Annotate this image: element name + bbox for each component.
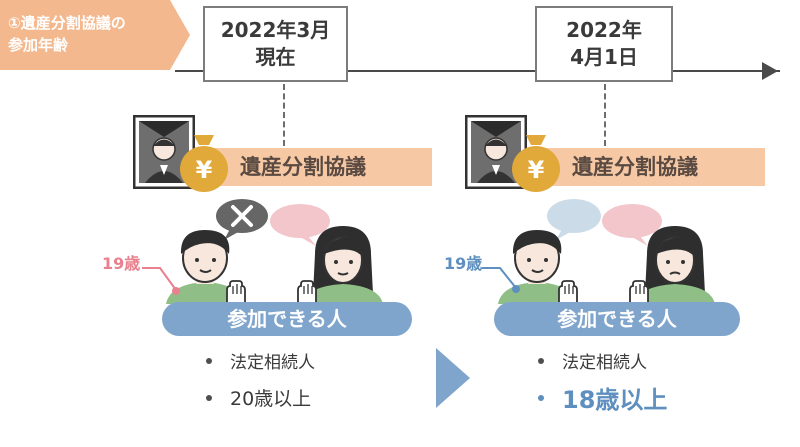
young-man-icon (498, 230, 576, 304)
bullet-text: 20歳以上 (230, 388, 312, 410)
yen-symbol: ¥ (196, 156, 213, 184)
banner-text: 遺産分割協議 (240, 155, 366, 179)
bullet-right-1: 法定相続人 (538, 348, 647, 373)
money-bag-icon: ¥ (512, 135, 560, 192)
bullet-text: 法定相続人 (562, 353, 647, 373)
dashed-connector-right (604, 84, 606, 146)
timeline-arrow-icon (762, 62, 778, 80)
pill-text: 参加できる人 (227, 307, 347, 331)
raised-hand-icon (226, 280, 246, 309)
bullet-left-2: 20歳以上 (206, 384, 311, 411)
date-after-line2: 4月1日 (570, 45, 638, 69)
young-woman-icon (303, 226, 383, 304)
cross-icon (231, 205, 253, 227)
date-before-line2: 現在 (255, 45, 296, 69)
yen-symbol: ¥ (528, 156, 545, 184)
timeline-line (175, 70, 780, 72)
section-tag (0, 0, 190, 70)
date-box-before: 2022年3月 現在 (203, 6, 348, 82)
young-woman-icon (635, 226, 715, 304)
date-before-line1: 2022年3月 (220, 18, 331, 42)
speech-bubbles-left (216, 199, 330, 246)
transition-arrow-icon (436, 348, 470, 408)
tag-line-2: 参加年齢 (8, 36, 69, 54)
bullet-dot (206, 394, 212, 401)
bullet-left-1: 法定相続人 (206, 348, 315, 373)
raised-hand-icon (558, 280, 578, 309)
age-label-right: 19歳 (444, 254, 483, 273)
section-tag-text: ①遺産分割協議の 参加年齢 (8, 12, 178, 56)
tag-line-1: ①遺産分割協議の (8, 14, 126, 32)
speech-bubbles-right (547, 199, 662, 246)
bullet-dot (538, 357, 544, 364)
raised-hand-icon (297, 280, 317, 309)
banner-text: 遺産分割協議 (572, 155, 698, 179)
deceased-portrait-icon (133, 115, 195, 189)
participant-pill-right: 参加できる人 (494, 302, 740, 336)
bullet-text: 18歳以上 (562, 386, 668, 414)
raised-hand-icon (629, 280, 649, 309)
dashed-connector-left (283, 84, 285, 146)
bullet-dot (206, 357, 212, 364)
age-label-left: 19歳 (102, 254, 141, 273)
age-pointer-left (142, 267, 180, 295)
young-man-icon (166, 230, 244, 304)
money-bag-icon: ¥ (180, 135, 228, 192)
bullet-right-2: 18歳以上 (538, 380, 667, 415)
date-after-line1: 2022年 (566, 18, 642, 42)
bullet-text: 法定相続人 (230, 353, 315, 373)
date-box-after: 2022年 4月1日 (535, 6, 673, 82)
age-pointer-right (482, 267, 520, 293)
pill-text: 参加できる人 (557, 307, 677, 331)
participant-pill-left: 参加できる人 (162, 302, 412, 336)
bullet-dot (538, 394, 544, 401)
